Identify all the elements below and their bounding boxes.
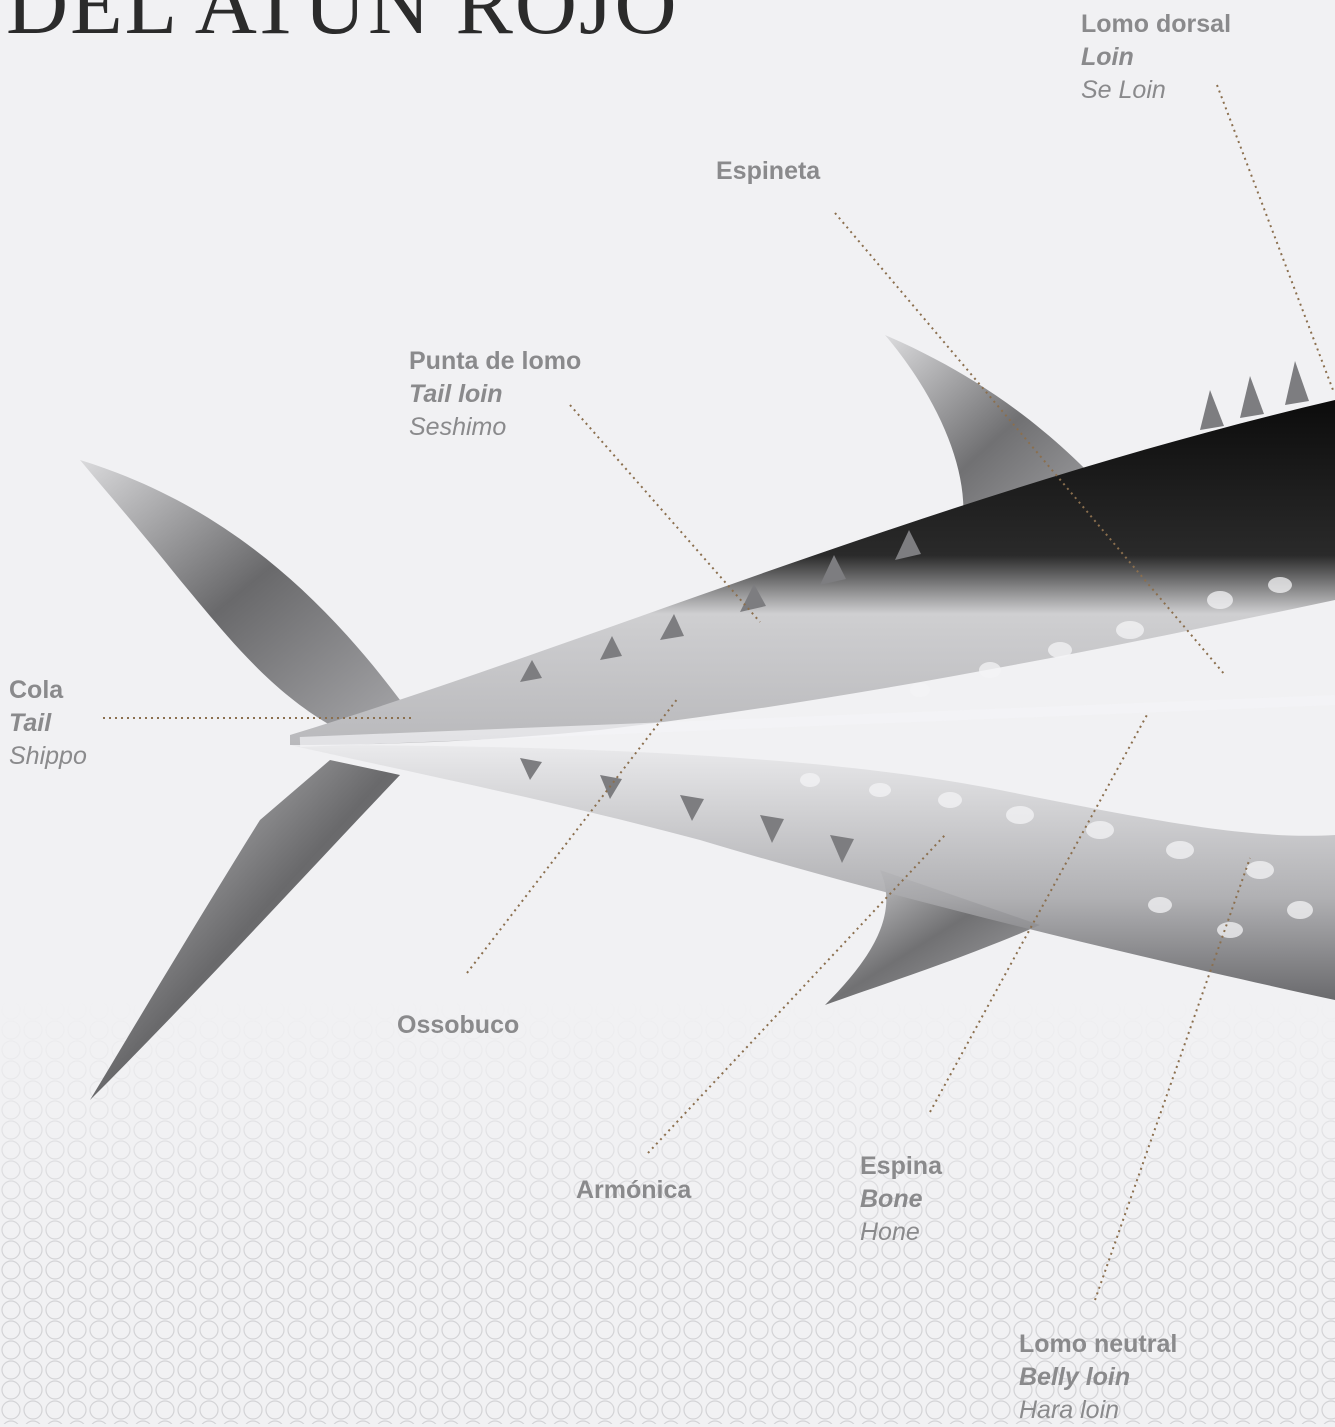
tuna-illustration	[80, 335, 1335, 1100]
label-es: Armónica	[576, 1174, 691, 1207]
label-en: Bone	[860, 1183, 942, 1216]
label-lomo-dorsal: Lomo dorsal Loin Se Loin	[1081, 8, 1231, 107]
label-en: Belly loin	[1019, 1361, 1177, 1394]
label-cola: Cola Tail Shippo	[9, 674, 87, 773]
label-jp: Shippo	[9, 740, 87, 773]
caudal-fin-upper	[80, 460, 400, 725]
label-armonica: Armónica	[576, 1174, 691, 1207]
label-en: Tail	[9, 707, 87, 740]
label-ossobuco: Ossobuco	[397, 1009, 519, 1042]
label-es: Cola	[9, 674, 87, 707]
leader-lomo-dorsal	[1217, 85, 1333, 390]
label-es: Ossobuco	[397, 1009, 519, 1042]
label-punta-de-lomo: Punta de lomo Tail loin Seshimo	[409, 345, 581, 444]
label-jp: Seshimo	[409, 411, 581, 444]
leader-ossobuco	[467, 698, 678, 973]
label-es: Espina	[860, 1150, 942, 1183]
tuna-back	[290, 400, 1335, 745]
label-jp: Hone	[860, 1216, 942, 1249]
label-es: Espineta	[716, 155, 820, 188]
label-espina: Espina Bone Hone	[860, 1150, 942, 1249]
label-es: Punta de lomo	[409, 345, 581, 378]
label-en: Loin	[1081, 41, 1231, 74]
label-jp: Se Loin	[1081, 74, 1231, 107]
label-en: Tail loin	[409, 378, 581, 411]
page-title: DEL ATÚN ROJO	[6, 0, 679, 54]
label-lomo-neutral: Lomo neutral Belly loin Hara loin	[1019, 1328, 1177, 1427]
label-es: Lomo neutral	[1019, 1328, 1177, 1361]
label-jp: Hara loin	[1019, 1394, 1177, 1427]
label-espineta: Espineta	[716, 155, 820, 188]
label-es: Lomo dorsal	[1081, 8, 1231, 41]
